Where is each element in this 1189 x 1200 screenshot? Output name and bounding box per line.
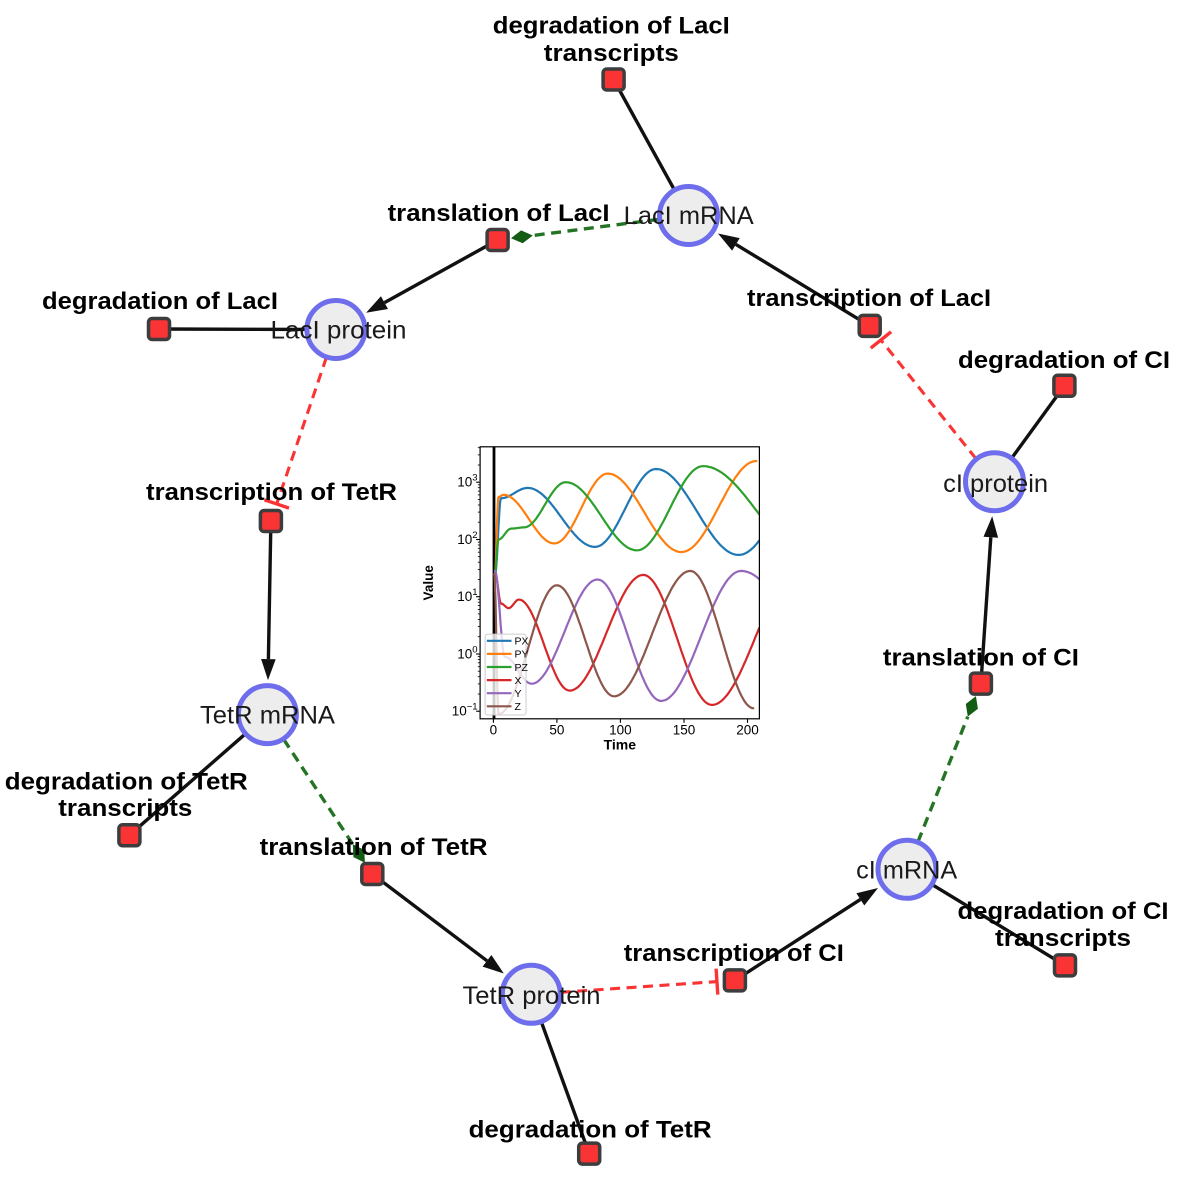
svg-text:translation of TetR: translation of TetR [260, 834, 488, 861]
svg-text:PZ: PZ [515, 662, 529, 674]
svg-text:degradation of TetR: degradation of TetR [469, 1117, 712, 1144]
svg-text:Time: Time [604, 737, 637, 753]
svg-text:LacI protein: LacI protein [271, 317, 407, 345]
svg-text:X: X [515, 675, 522, 687]
svg-text:cI mRNA: cI mRNA [856, 857, 957, 885]
svg-text:cI protein: cI protein [943, 470, 1048, 498]
svg-text:0: 0 [490, 722, 498, 737]
svg-text:transcription of LacI: transcription of LacI [747, 285, 991, 312]
svg-text:translation of CI: translation of CI [883, 645, 1079, 672]
svg-text:degradation of TetR: degradation of TetR [5, 768, 248, 795]
svg-text:translation of LacI: translation of LacI [388, 200, 610, 227]
svg-text:degradation of LacI: degradation of LacI [493, 13, 730, 40]
svg-text:degradation of LacI: degradation of LacI [42, 288, 278, 315]
svg-text:LacI mRNA: LacI mRNA [624, 202, 754, 230]
svg-text:100: 100 [609, 722, 632, 737]
svg-text:TetR protein: TetR protein [463, 982, 601, 1010]
svg-text:transcripts: transcripts [544, 40, 679, 67]
svg-text:degradation of CI: degradation of CI [958, 347, 1170, 374]
svg-text:PX: PX [515, 636, 529, 648]
svg-text:150: 150 [673, 722, 696, 737]
svg-text:transcripts: transcripts [995, 925, 1131, 952]
svg-text:Z: Z [515, 701, 522, 713]
svg-text:transcription of CI: transcription of CI [624, 940, 844, 967]
svg-text:200: 200 [736, 722, 759, 737]
svg-text:TetR mRNA: TetR mRNA [200, 701, 335, 729]
svg-text:transcripts: transcripts [58, 795, 192, 822]
svg-text:Y: Y [515, 688, 522, 700]
svg-text:transcription of TetR: transcription of TetR [146, 479, 397, 506]
svg-text:degradation of CI: degradation of CI [958, 898, 1169, 925]
svg-text:50: 50 [549, 722, 564, 737]
svg-text:Value: Value [421, 565, 436, 601]
svg-text:PY: PY [515, 649, 529, 661]
